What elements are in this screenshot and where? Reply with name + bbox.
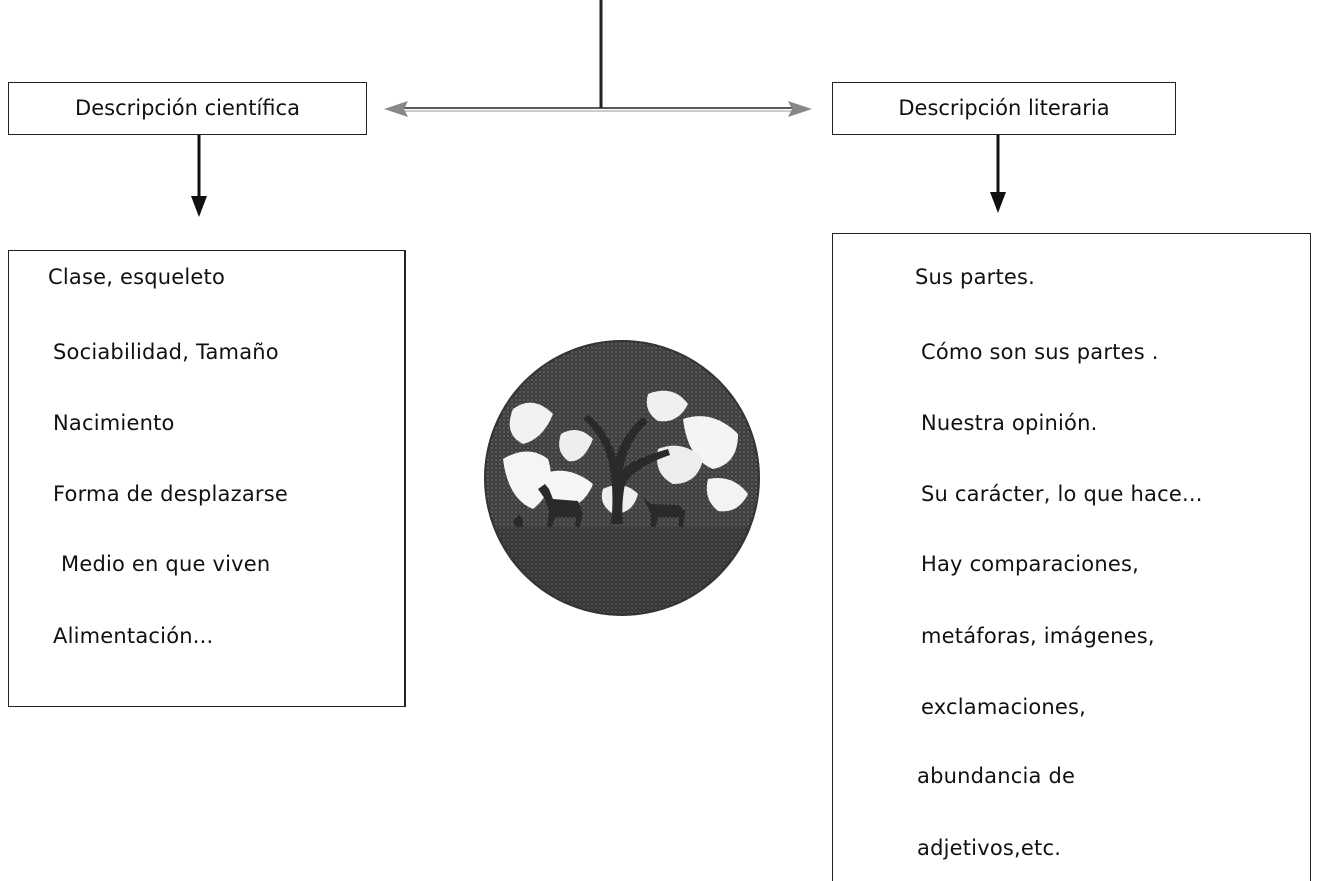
sky-opening <box>509 402 553 444</box>
right-down-arrowhead <box>990 192 1006 213</box>
literary-item: adjetivos,etc. <box>917 836 1062 860</box>
literary-description-label: Descripción literaria <box>898 96 1110 120</box>
right-arrowhead <box>788 101 812 117</box>
literary-item: Sus partes. <box>915 265 1036 289</box>
sky-opening <box>646 390 688 422</box>
deer-silhouette <box>513 515 523 529</box>
literary-item: abundancia de <box>917 764 1076 788</box>
literary-item: Cómo son sus partes . <box>921 340 1159 364</box>
literary-items-box <box>832 233 1311 881</box>
literary-item: metáforas, imágenes, <box>921 624 1155 648</box>
literary-item: Nuestra opinión. <box>921 411 1098 435</box>
left-down-arrowhead <box>191 196 207 217</box>
sky-opening <box>706 478 748 512</box>
tree-trunk <box>583 415 670 524</box>
scientific-item: Clase, esqueleto <box>48 265 226 289</box>
scientific-description-label: Descripción científica <box>75 96 300 120</box>
tree-deer-emblem <box>484 340 760 616</box>
scientific-item: Forma de desplazarse <box>53 482 288 506</box>
deer-silhouette <box>643 497 685 529</box>
left-arrowhead <box>384 101 408 117</box>
literary-item: exclamaciones, <box>921 695 1087 719</box>
scientific-items-box <box>8 250 406 707</box>
scientific-item: Sociabilidad, Tamaño <box>53 340 279 364</box>
literary-description-box: Descripción literaria <box>832 82 1176 135</box>
scientific-item: Alimentación... <box>53 624 214 648</box>
deer-silhouette <box>538 484 583 529</box>
scientific-description-box: Descripción científica <box>8 82 367 135</box>
sky-opening <box>559 430 593 462</box>
scientific-item: Medio en que viven <box>61 552 271 576</box>
scientific-item: Nacimiento <box>53 411 175 435</box>
literary-item: Hay comparaciones, <box>921 552 1139 576</box>
literary-item: Su carácter, lo que hace... <box>921 482 1203 506</box>
sky-opening <box>503 451 551 509</box>
